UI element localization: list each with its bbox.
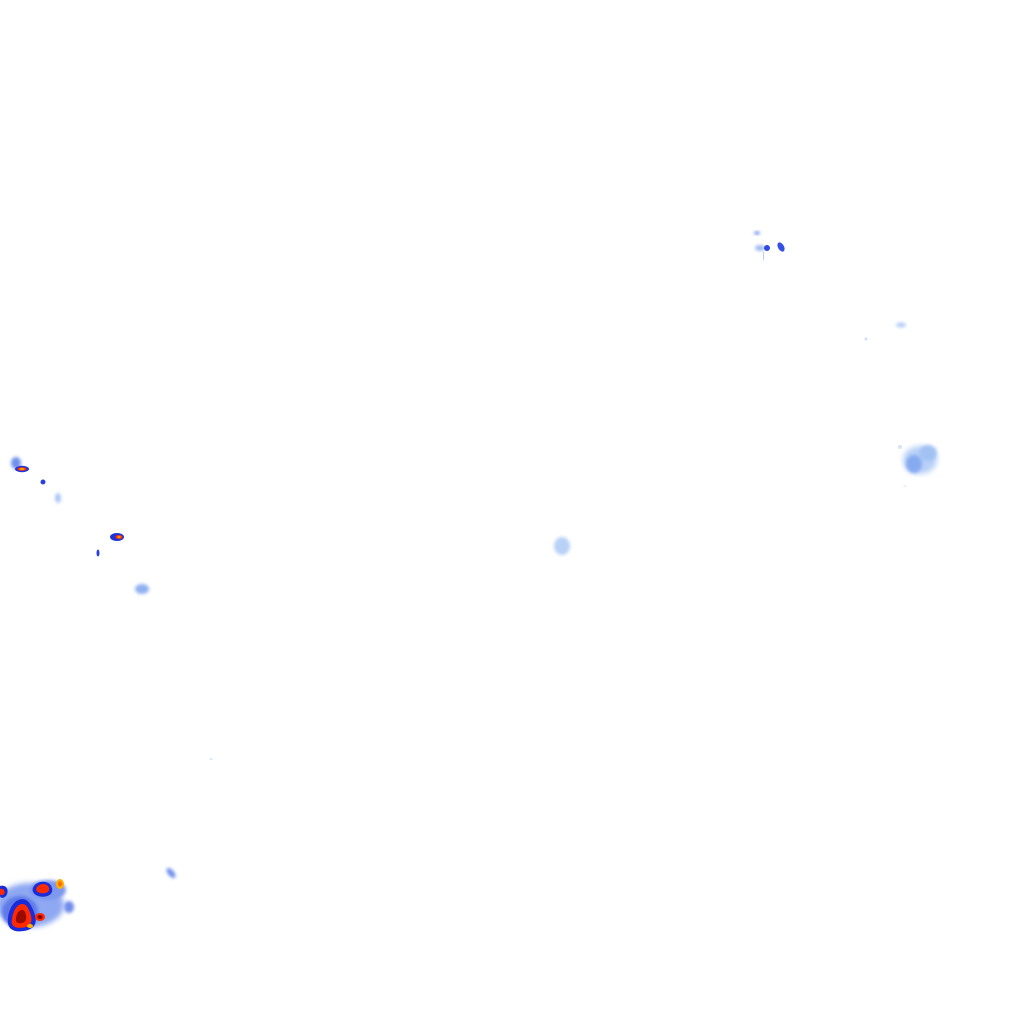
rain-cell-west-a bbox=[11, 457, 61, 503]
rain-cell-central bbox=[554, 537, 570, 555]
rain-cell-east bbox=[898, 445, 937, 487]
rain-cell-northeast-a bbox=[754, 231, 785, 260]
rain-cell-west-b bbox=[96, 533, 124, 557]
rain-cell-southwest-small bbox=[166, 758, 213, 878]
rain-cell-northeast-b bbox=[864, 322, 906, 341]
rain-cell-west-c bbox=[135, 584, 149, 594]
rain-cell-southwest-storm bbox=[0, 879, 74, 932]
